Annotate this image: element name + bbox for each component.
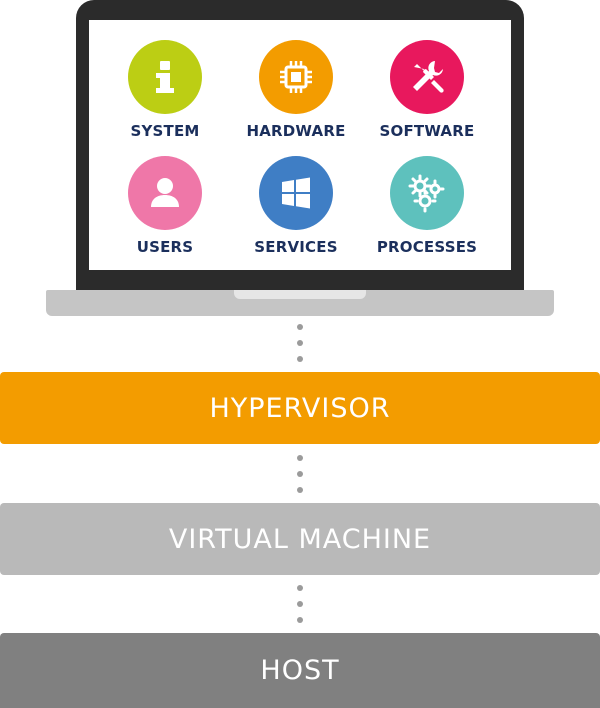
system-tile[interactable]: SYSTEM [100, 40, 230, 140]
user-icon [128, 156, 202, 230]
system-label: SYSTEM [100, 122, 230, 140]
gears-icon [390, 156, 464, 230]
tools-icon [390, 40, 464, 114]
connector-dots [297, 324, 303, 362]
laptop-notch [234, 290, 366, 299]
chip-icon [259, 40, 333, 114]
services-tile[interactable]: SERVICES [231, 156, 361, 256]
info-icon [128, 40, 202, 114]
hardware-label: HARDWARE [231, 122, 361, 140]
virtual-machine-label: VIRTUAL MACHINE [169, 524, 431, 555]
host-layer: HOST [0, 633, 600, 708]
services-label: SERVICES [231, 238, 361, 256]
connector-dots [297, 455, 303, 493]
processes-label: PROCESSES [362, 238, 492, 256]
users-tile[interactable]: USERS [100, 156, 230, 256]
connector-dots [297, 585, 303, 623]
hypervisor-layer: HYPERVISOR [0, 372, 600, 444]
users-label: USERS [100, 238, 230, 256]
host-label: HOST [260, 655, 339, 686]
virtual-machine-layer: VIRTUAL MACHINE [0, 503, 600, 575]
windows-icon [259, 156, 333, 230]
software-label: SOFTWARE [362, 122, 492, 140]
hardware-tile[interactable]: HARDWARE [231, 40, 361, 140]
processes-tile[interactable]: PROCESSES [362, 156, 492, 256]
software-tile[interactable]: SOFTWARE [362, 40, 492, 140]
hypervisor-label: HYPERVISOR [209, 393, 390, 424]
